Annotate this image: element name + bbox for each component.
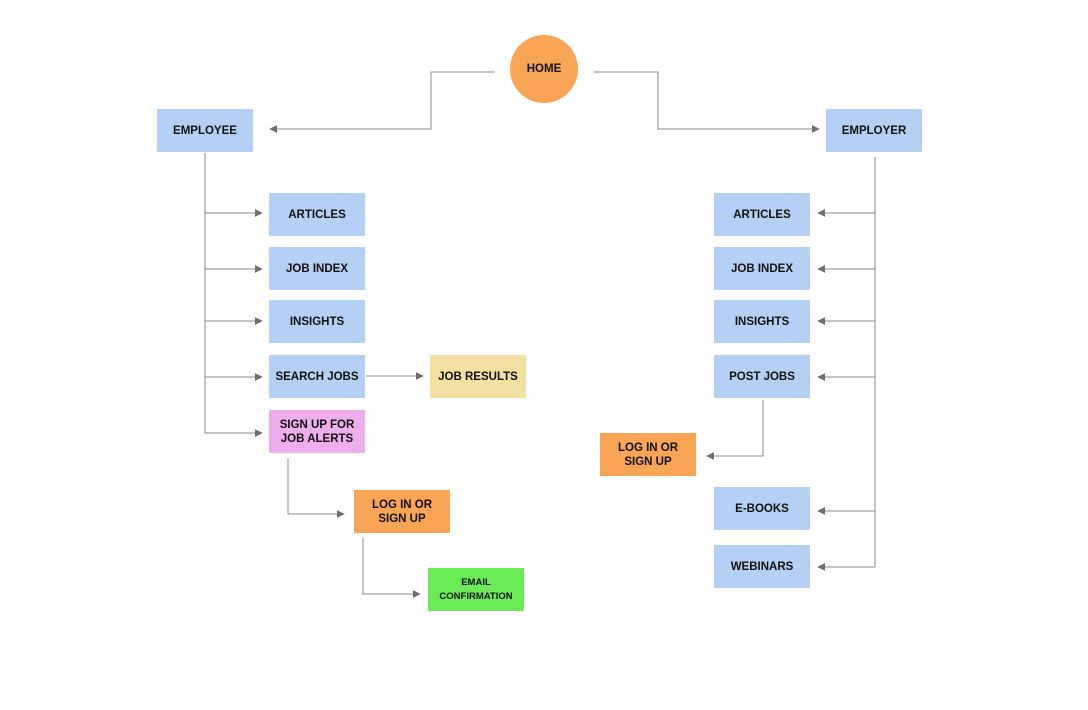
job-alerts-label: SIGN UP FOR JOB ALERTS [279, 418, 355, 445]
employee-job-index-node: JOB INDEX [269, 247, 365, 290]
employee-label: EMPLOYEE [173, 124, 237, 137]
job-results-node: JOB RESULTS [430, 355, 526, 398]
employer-job-index-label: JOB INDEX [731, 262, 793, 275]
employer-insights-node: INSIGHTS [714, 300, 810, 343]
home-node: HOME [510, 35, 578, 103]
connector-login-email [362, 538, 421, 598]
ebooks-node: E-BOOKS [714, 487, 810, 530]
employee-insights-label: INSIGHTS [289, 315, 345, 328]
employer-job-index-node: JOB INDEX [714, 247, 810, 290]
employee-login-label: LOG IN OR SIGN UP [371, 498, 433, 525]
employee-search-jobs-node: SEARCH JOBS [269, 355, 365, 398]
connector-postjobs-login [706, 400, 764, 460]
connector-home-employer [594, 71, 820, 133]
connector-alerts-login [287, 458, 345, 518]
webinars-label: WEBINARS [730, 560, 794, 573]
employer-node: EMPLOYER [826, 109, 922, 152]
employer-articles-label: ARTICLES [733, 208, 791, 221]
employee-job-index-label: JOB INDEX [286, 262, 348, 275]
post-jobs-node: POST JOBS [714, 355, 810, 398]
employee-articles-node: ARTICLES [269, 193, 365, 236]
email-confirmation-label: EMAIL CONFIRMATION [439, 576, 513, 602]
employee-node: EMPLOYEE [157, 109, 253, 152]
employee-insights-node: INSIGHTS [269, 300, 365, 343]
job-results-label: JOB RESULTS [438, 370, 518, 383]
employee-articles-label: ARTICLES [288, 208, 346, 221]
webinars-node: WEBINARS [714, 545, 810, 588]
employee-search-jobs-label: SEARCH JOBS [275, 370, 359, 383]
employer-login-label: LOG IN OR SIGN UP [617, 441, 679, 468]
employee-login-node: LOG IN OR SIGN UP [354, 490, 450, 533]
job-alerts-node: SIGN UP FOR JOB ALERTS [269, 410, 365, 453]
ebooks-label: E-BOOKS [735, 502, 789, 515]
employer-insights-label: INSIGHTS [734, 315, 790, 328]
employer-label: EMPLOYER [841, 124, 907, 137]
connector-home-employee [269, 71, 495, 133]
employer-articles-node: ARTICLES [714, 193, 810, 236]
email-confirmation-node: EMAIL CONFIRMATION [428, 568, 524, 611]
home-label: HOME [526, 63, 562, 75]
employer-login-node: LOG IN OR SIGN UP [600, 433, 696, 476]
post-jobs-label: POST JOBS [729, 370, 795, 383]
